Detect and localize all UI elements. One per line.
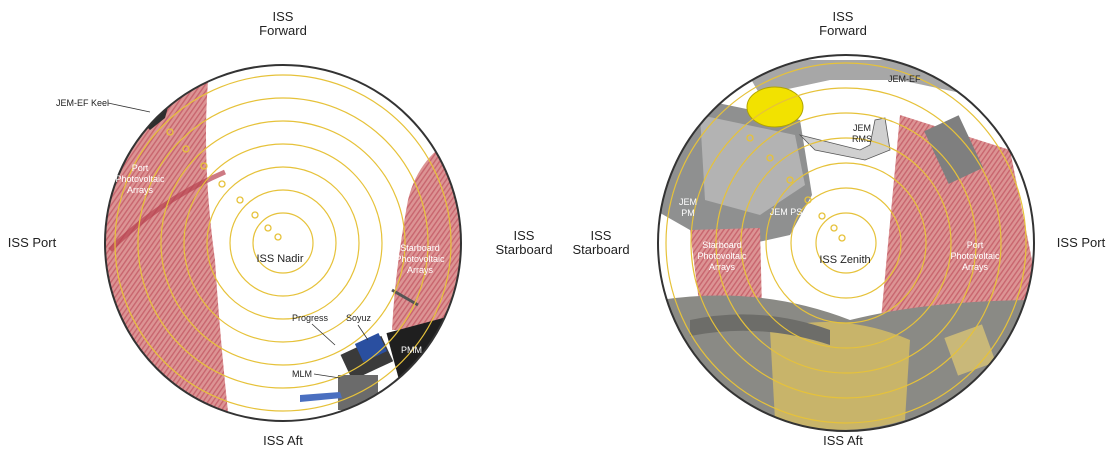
zenith-aft-label: ISS Aft [823, 433, 863, 448]
nadir-view: JEM-EF Keel Port Photovoltaic Arrays Sta… [56, 64, 462, 422]
jem-ps-label: JEM PS [770, 207, 803, 217]
jem-rms-arm [798, 117, 891, 161]
zenith-starboard-array-region [690, 228, 762, 310]
nadir-starboard-label: ISS Starboard [488, 229, 560, 257]
zenith-starboard-arrays-label-2: Photovoltaic [697, 251, 747, 261]
nadir-array-boom [108, 169, 226, 252]
zenith-angle-markers [746, 134, 846, 242]
nadir-port-label: ISS Port [7, 235, 57, 250]
nadir-port-arrays-label-3: Arrays [127, 185, 154, 195]
nadir-starboard-line1: ISS [513, 228, 535, 243]
nadir-port-arrays-label-1: Port [132, 163, 149, 173]
jem-ps-yellow-cover [746, 86, 804, 128]
jem-pm-label-1: JEM [679, 197, 697, 207]
zenith-gold-module [770, 322, 910, 430]
mlm-panel [300, 392, 342, 402]
pmm-label: PMM [401, 345, 422, 355]
nadir-forward-line2: Forward [259, 23, 307, 38]
nadir-starboard-arrays-label-3: Arrays [407, 265, 434, 275]
zenith-starboard-line1: ISS [590, 228, 612, 243]
zenith-starboard-label: ISS Starboard [566, 229, 636, 257]
zenith-port-label: ISS Port [1056, 235, 1106, 250]
nadir-forward-line1: ISS [272, 9, 294, 24]
nadir-starboard-line2: Starboard [495, 242, 553, 257]
nadir-starboard-arrays-label-2: Photovoltaic [395, 254, 445, 264]
nadir-dome-rim [104, 64, 462, 422]
soyuz-vehicle [354, 333, 387, 363]
nadir-center-label: ISS Nadir [256, 253, 303, 265]
zenith-port-arrays-label-3: Arrays [962, 262, 989, 272]
zenith-range-rings [665, 62, 1027, 424]
zenith-forward-label: ISS Forward [803, 10, 883, 38]
zenith-port-arrays-label-2: Photovoltaic [950, 251, 1000, 261]
zenith-truss-segment [690, 314, 830, 345]
jem-ef-structure [740, 60, 970, 95]
jem-ef-keel-leader [107, 102, 151, 113]
zenith-forward-line1: ISS [832, 9, 854, 24]
zenith-port-arrays-label-1: Port [967, 240, 984, 250]
mlm-label: MLM [292, 369, 312, 379]
nadir-range-rings [114, 74, 452, 412]
zenith-box-module [944, 324, 996, 376]
nadir-forward-label: ISS Forward [243, 10, 323, 38]
jem-ef-label: JEM-EF [888, 74, 921, 84]
port-array-mast [924, 115, 984, 184]
progress-label: Progress [292, 313, 329, 323]
soyuz-leader [357, 324, 369, 341]
zenith-starboard-line2: Starboard [572, 242, 630, 257]
mlm-leader [313, 373, 341, 379]
soyuz-label: Soyuz [346, 313, 372, 323]
progress-leader [311, 323, 336, 346]
zenith-starboard-arrays-label-1: Starboard [702, 240, 742, 250]
nadir-starboard-arrays-label-1: Starboard [400, 243, 440, 253]
jem-pm-body [700, 115, 805, 215]
jem-ef-keel-label: JEM-EF Keel [56, 98, 109, 108]
zenith-dome-rim [657, 54, 1035, 432]
starboard-truss [391, 288, 419, 307]
nadir-angle-markers [166, 128, 282, 241]
nadir-port-arrays-label-2: Photovoltaic [115, 174, 165, 184]
zenith-forward-line2: Forward [819, 23, 867, 38]
jem-rms-label-1: JEM [853, 123, 871, 133]
zenith-view: JEM-EF JEM RMS JEM PM JEM PS Starboard P… [657, 54, 1035, 432]
zenith-starboard-arrays-label-3: Arrays [709, 262, 736, 272]
zenith-center-label: ISS Zenith [819, 254, 870, 266]
jem-pm-label-2: PM [681, 208, 695, 218]
nadir-aft-label: ISS Aft [263, 433, 303, 448]
jem-rms-label-2: RMS [852, 134, 872, 144]
